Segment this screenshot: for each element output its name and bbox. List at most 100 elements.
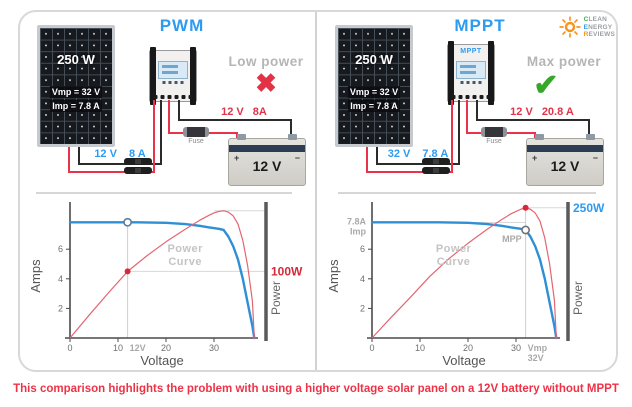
controller-buttons — [460, 81, 482, 84]
panel-vmp: Vmp = 32 V — [347, 86, 401, 98]
svg-text:0: 0 — [369, 343, 374, 353]
battery-terminal-positive — [535, 134, 544, 140]
card-border — [18, 10, 618, 372]
svg-text:2: 2 — [58, 303, 63, 313]
svg-text:2: 2 — [360, 303, 365, 313]
panel-imp: Imp = 7.8 A — [50, 100, 102, 112]
controller-terminals — [153, 95, 193, 99]
controller-rail — [150, 47, 156, 105]
svg-text:Power: Power — [269, 281, 283, 315]
svg-text:250W: 250W — [573, 201, 605, 215]
svg-text:10: 10 — [415, 343, 425, 353]
pv-wire-red — [68, 147, 70, 173]
batt-amps: 8A — [252, 106, 267, 118]
battery-wire-red — [168, 100, 170, 134]
svg-text:Curve: Curve — [168, 256, 202, 268]
battery-wire-red — [208, 132, 238, 134]
sun-icon — [558, 16, 581, 38]
panel-wattage: 250 W — [57, 52, 95, 67]
mc4-connector — [124, 167, 152, 174]
controller-rail — [448, 41, 454, 105]
pv-wire-black — [78, 147, 80, 165]
battery-wire-black — [588, 119, 590, 142]
battery-wire-black — [476, 100, 478, 121]
battery-wire-red — [466, 100, 468, 134]
svg-text:20: 20 — [463, 343, 473, 353]
battery-voltage-label: 12 V — [252, 158, 282, 174]
solar-panel: 250 W Vmp = 32 V Imp = 7.8 A — [37, 25, 115, 147]
svg-text:30: 30 — [511, 343, 521, 353]
status-text: Low power — [228, 54, 304, 69]
battery-terminal-positive — [237, 134, 246, 140]
battery-strip — [527, 145, 603, 152]
fuse-label: Fuse — [486, 138, 502, 145]
pv-wire-red — [366, 171, 453, 173]
mc4-connector — [422, 167, 450, 174]
svg-text:Power: Power — [167, 243, 203, 255]
battery-voltage-label: 12 V — [550, 158, 580, 174]
mppt-section: MPPT CLEAN ENERGY REVIEWS 250 W Vmp = 3 — [316, 10, 618, 372]
svg-text:30: 30 — [209, 343, 219, 353]
pv-wire-red — [366, 147, 368, 173]
pv-wire-label: 12 V 8 A — [70, 148, 170, 160]
pv-wire-black — [376, 163, 460, 165]
vertical-divider — [315, 12, 317, 370]
pv-wire-black — [458, 100, 460, 165]
controller-buttons — [162, 81, 184, 84]
svg-text:0: 0 — [67, 343, 72, 353]
svg-text:Power: Power — [571, 281, 585, 315]
pv-wire-red — [451, 100, 453, 173]
controller-rail — [488, 41, 494, 105]
battery-wire-black — [290, 119, 292, 142]
svg-text:100W: 100W — [271, 264, 303, 278]
pv-wire-black — [78, 163, 162, 165]
pv-wire-black — [160, 100, 162, 165]
fuse — [183, 127, 209, 137]
panel-specs: Vmp = 32 V Imp = 7.8 A — [338, 86, 410, 112]
controller-label: MPPT — [460, 48, 482, 55]
svg-text:MPP: MPP — [502, 234, 522, 244]
svg-text:Imp: Imp — [350, 227, 367, 237]
pv-wire-red — [153, 100, 155, 173]
panel-vmp: Vmp = 32 V — [49, 86, 103, 98]
svg-text:12V: 12V — [130, 343, 146, 353]
svg-text:Voltage: Voltage — [140, 353, 183, 368]
controller-display — [456, 61, 486, 79]
pwm-controller — [149, 47, 197, 105]
battery-wire-black — [178, 119, 292, 121]
battery-terminal-negative — [586, 134, 595, 140]
svg-text:Amps: Amps — [326, 259, 341, 293]
pv-wire-black — [376, 147, 378, 165]
fuse — [481, 127, 507, 137]
right-horizontal-divider — [338, 192, 596, 194]
controller-terminals — [451, 95, 491, 99]
battery: + − 12 V — [228, 134, 306, 186]
batt-amps: 20.8 A — [541, 106, 574, 118]
batt-volts: 12 V — [510, 106, 533, 118]
mc4-connector — [422, 158, 450, 165]
battery-wire-red — [466, 132, 483, 134]
battery-wire-red — [168, 132, 185, 134]
pv-amps: 8 A — [128, 148, 146, 160]
plus-sign: + — [532, 153, 538, 163]
solar-panel: 250 W Vmp = 32 V Imp = 7.8 A — [335, 25, 413, 147]
brand-name: CLEAN ENERGY REVIEWS — [583, 16, 615, 38]
check-icon: ✔ — [533, 69, 559, 102]
minus-sign: − — [592, 153, 598, 163]
mppt-controller: MPPT — [447, 41, 495, 105]
battery-strip — [229, 145, 305, 152]
fuse-label: Fuse — [188, 138, 204, 145]
panel-specs: Vmp = 32 V Imp = 7.8 A — [40, 86, 112, 112]
battery-wire-label: 12 V 8A — [186, 106, 302, 118]
batt-volts: 12 V — [221, 106, 244, 118]
panel-imp: Imp = 7.8 A — [348, 100, 400, 112]
pwm-title: PWM — [159, 16, 205, 35]
svg-text:Curve: Curve — [437, 256, 471, 268]
mc4-connector — [124, 158, 152, 165]
svg-text:6: 6 — [360, 244, 365, 254]
plus-sign: + — [234, 153, 240, 163]
